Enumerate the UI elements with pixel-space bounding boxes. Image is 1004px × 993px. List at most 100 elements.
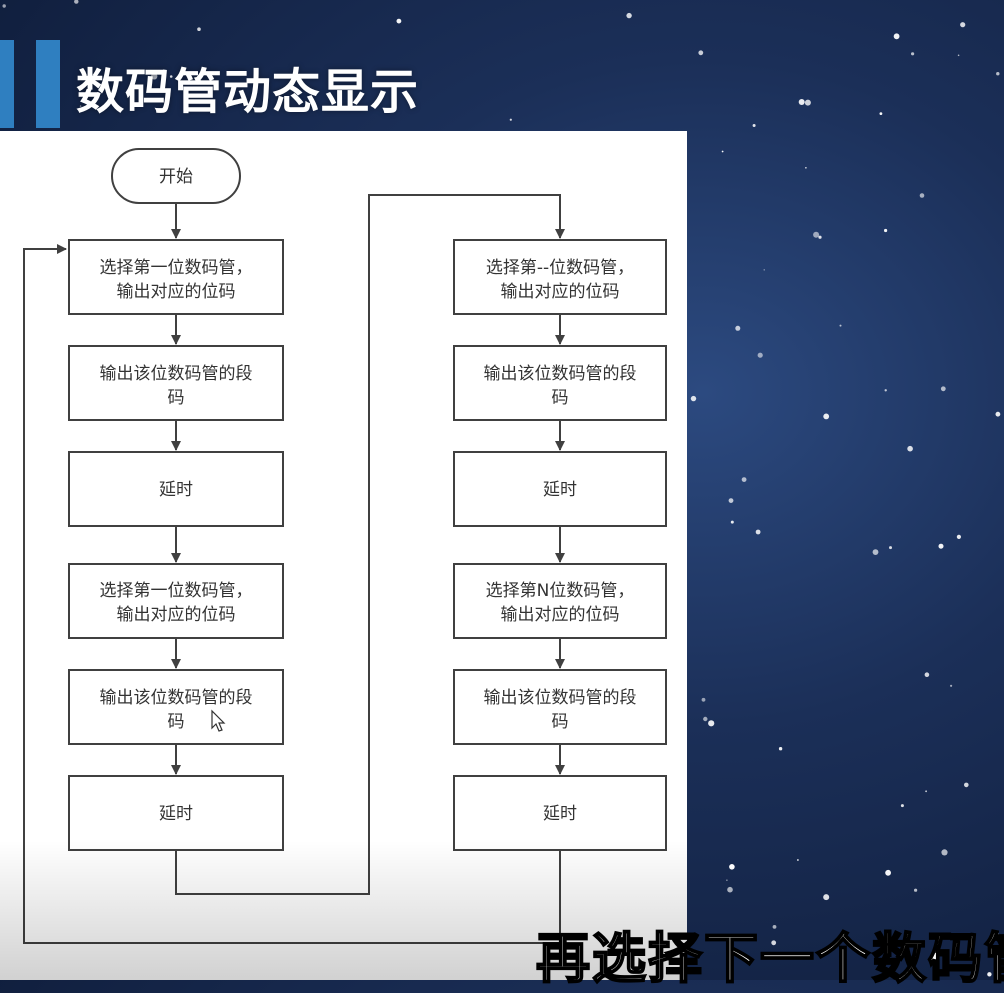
flow-start: 开始: [111, 148, 241, 204]
star: [924, 672, 930, 677]
flow-left-3: 延时: [68, 451, 284, 527]
star: [925, 790, 927, 793]
star: [763, 269, 765, 271]
star: [396, 18, 402, 24]
flow-left-5-line-1: 输出该位数码管的段: [100, 688, 253, 708]
star: [938, 543, 944, 549]
flow-left-2-line-1: 输出该位数码管的段: [100, 364, 253, 384]
flow-right-5: 输出该位数码管的段 码: [453, 669, 667, 745]
star: [813, 231, 820, 238]
star: [885, 869, 891, 876]
flow-right-5-line-2: 码: [552, 712, 569, 732]
star: [741, 477, 747, 482]
flow-right-4-line-2: 输出对应的位码: [501, 605, 620, 625]
flow-start-label: 开始: [159, 167, 193, 187]
mouse-cursor-icon: [211, 709, 226, 732]
star: [941, 849, 948, 856]
star: [727, 886, 733, 893]
star: [950, 684, 953, 687]
star: [940, 386, 946, 392]
star: [956, 534, 962, 540]
flow-left-5-line-2: 码: [168, 712, 185, 732]
flow-right-1-line-1: 选择第--位数码管，: [486, 258, 634, 278]
star: [79, 105, 82, 107]
star: [911, 52, 915, 56]
star: [797, 859, 799, 861]
star: [879, 112, 883, 115]
star: [996, 72, 1000, 76]
star: [735, 325, 741, 331]
star: [889, 546, 892, 550]
flow-left-5: 输出该位数码管的段 码: [68, 669, 284, 745]
flow-right-1: 选择第--位数码管， 输出对应的位码: [453, 239, 667, 315]
flow-right-2-line-2: 码: [552, 388, 569, 408]
star: [729, 864, 735, 870]
video-subtitle: 再选择下一个数码管: [535, 926, 1004, 991]
star: [823, 413, 830, 420]
star: [884, 228, 888, 233]
flow-right-3: 延时: [453, 451, 667, 527]
star: [772, 925, 777, 929]
flow-left-4: 选择第一位数码管， 输出对应的位码: [68, 563, 284, 639]
star: [151, 73, 158, 80]
star: [701, 697, 706, 702]
star: [987, 972, 992, 977]
star: [698, 50, 704, 56]
flow-left-6: 延时: [68, 775, 284, 851]
flow-right-5-line-1: 输出该位数码管的段: [484, 688, 637, 708]
star: [197, 27, 201, 32]
star: [757, 352, 763, 358]
flowchart-diagram: 开始 选择第一位数码管， 输出对应的位码 输出该位数码管的段 码 延时 选择第一…: [23, 148, 667, 944]
star: [964, 782, 969, 788]
star: [703, 716, 708, 722]
star: [778, 747, 783, 751]
star: [726, 879, 728, 881]
star: [798, 99, 805, 105]
star: [690, 395, 697, 402]
connector-loop-back: [23, 244, 561, 944]
flow-left-6-line-1: 延时: [159, 804, 193, 824]
connector-left-6-to-right-1: [175, 194, 565, 895]
flow-right-1-line-2: 输出对应的位码: [501, 282, 620, 302]
star: [708, 720, 715, 727]
star: [730, 520, 734, 524]
flow-right-2: 输出该位数码管的段 码: [453, 345, 667, 421]
title-accent-bar-right: [36, 40, 60, 128]
flow-right-3-line-1: 延时: [543, 480, 577, 500]
flow-right-2-line-1: 输出该位数码管的段: [484, 364, 637, 384]
star: [823, 894, 830, 901]
star: [626, 12, 632, 19]
star: [74, 0, 79, 4]
title-accent-bar-left: [0, 40, 14, 128]
flow-left-2-line-2: 码: [168, 388, 185, 408]
flow-left-3-line-1: 延时: [159, 480, 193, 500]
star: [919, 193, 925, 198]
star: [900, 804, 904, 808]
flow-right-4: 选择第N位数码管， 输出对应的位码: [453, 563, 667, 639]
star: [752, 124, 756, 127]
flow-right-6-line-1: 延时: [543, 804, 577, 824]
star: [755, 529, 761, 535]
star: [509, 118, 512, 121]
star: [995, 411, 1001, 417]
flow-right-6: 延时: [453, 775, 667, 851]
star: [804, 99, 811, 106]
flow-left-4-line-2: 输出对应的位码: [117, 605, 236, 625]
star: [2, 4, 6, 8]
star: [728, 498, 734, 503]
star: [960, 22, 966, 28]
flow-right-4-line-1: 选择第N位数码管，: [486, 581, 635, 601]
star: [805, 167, 807, 169]
flow-left-1-line-1: 选择第一位数码管，: [100, 258, 253, 278]
flow-left-4-line-1: 选择第一位数码管，: [100, 581, 253, 601]
star: [872, 549, 879, 555]
flow-left-1-line-2: 输出对应的位码: [117, 282, 236, 302]
star: [818, 235, 822, 239]
flow-left-1: 选择第一位数码管， 输出对应的位码: [68, 239, 284, 315]
star: [959, 954, 963, 958]
flow-left-2: 输出该位数码管的段 码: [68, 345, 284, 421]
star: [884, 389, 887, 392]
star: [957, 54, 960, 57]
star: [994, 932, 1000, 938]
